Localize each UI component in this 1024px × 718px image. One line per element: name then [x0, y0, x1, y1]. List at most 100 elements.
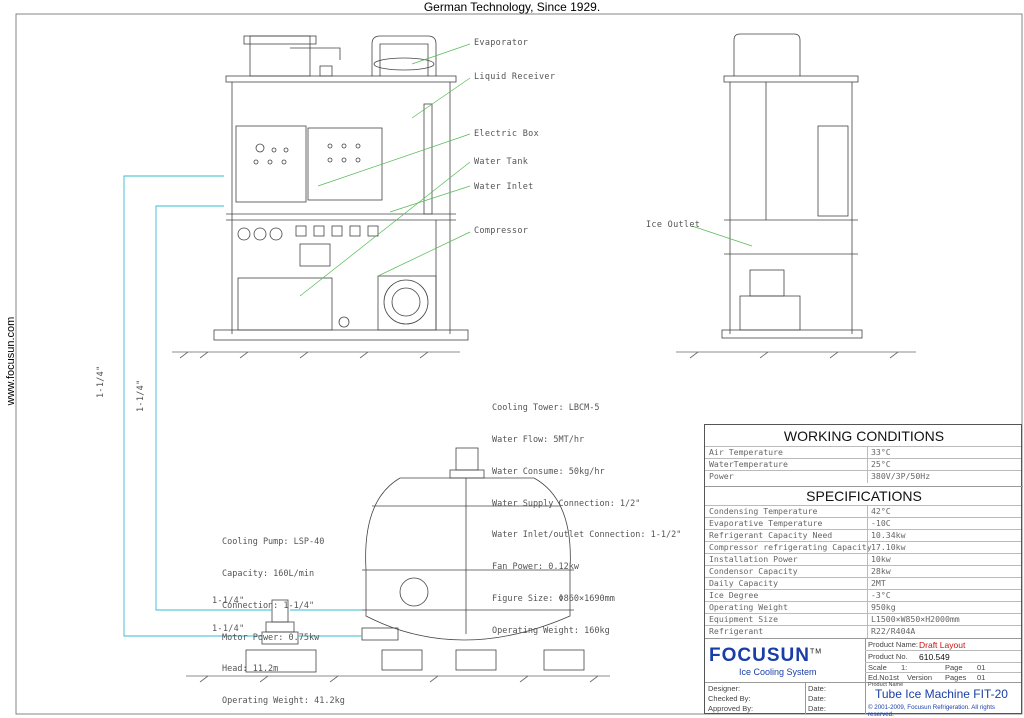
tower-spec-line: Water Flow: 5MT/hr — [492, 434, 585, 445]
callout-leaders — [299, 43, 753, 297]
tower-footing-2 — [455, 649, 497, 671]
tower-spec-line: Operating Weight: 160kg — [492, 625, 610, 636]
pump-base — [245, 649, 317, 673]
pump-spec-line: Head: 11.2m — [222, 664, 279, 675]
spec-row: Evaporative Temperature-10C — [705, 517, 1021, 530]
front-floor — [172, 351, 460, 359]
product-name-small-label: Product Name — [868, 682, 904, 688]
front-base-rail — [213, 329, 469, 341]
pump-spec-line: Connection: 1-1/4" — [222, 600, 315, 611]
tower-spec-line: Cooling Tower: LBCM-5 — [492, 403, 600, 414]
specifications-heading: SPECIFICATIONS — [705, 486, 1023, 504]
bottom-floor — [186, 675, 610, 683]
tower-spec-line: Fan Power: 0.12kw — [492, 562, 579, 573]
pump-spec-line: Motor Power: 0.75kw — [222, 632, 320, 643]
drawing-frame — [15, 13, 1023, 715]
machine-title: Tube Ice Machine FIT-20 — [875, 687, 1008, 701]
scale-label: Scale — [868, 663, 887, 672]
pump-spec-line: Capacity: 160L/min — [222, 568, 315, 579]
focusun-logo: FOCUSUNTM — [709, 645, 823, 666]
pipe-size-vertical-1: 1-1/4" — [96, 365, 106, 398]
compressor-body — [377, 275, 437, 331]
designer-label: Designer: — [708, 684, 741, 693]
tower-nameplate — [399, 577, 429, 607]
front-top-rail — [225, 75, 457, 83]
callout-compressor: Compressor — [474, 226, 529, 236]
header-caption: German Technology, Since 1929. — [423, 0, 601, 14]
tower-outlet — [361, 627, 399, 641]
spec-row: Ice Degree-3°C — [705, 589, 1021, 602]
cooling-pump — [245, 599, 317, 673]
tower-footing-1 — [381, 649, 423, 671]
callout-liquid-receiver: Liquid Receiver — [474, 72, 556, 82]
edno-label: Ed.No. — [868, 673, 891, 682]
evaporator-column — [371, 35, 437, 76]
pump-spec-line: Operating Weight: 41.2kg — [222, 696, 345, 707]
checked-label: Checked By: — [708, 694, 751, 703]
tower-spec-line: Water Consume: 50kg/hr — [492, 466, 605, 477]
logo-subtitle: Ice Cooling System — [739, 667, 817, 677]
tower-fan-motor — [455, 447, 479, 471]
pipe-size-vertical-2: 1-1/4" — [136, 379, 146, 412]
liquid-receiver-tube — [423, 103, 433, 215]
pipe-loop-inner — [155, 205, 272, 611]
pipe-loop-outer — [123, 175, 262, 637]
electric-box-left — [235, 125, 307, 203]
side-top-housing — [733, 33, 801, 76]
machine-side-view — [721, 33, 863, 339]
copyright: © 2001-2009, Focusun Refrigeration. All … — [868, 704, 996, 718]
cooling-tower — [361, 447, 585, 671]
machine-front-view — [213, 35, 469, 341]
product-no-label: Product No. — [868, 652, 908, 661]
callout-ice-outlet: Ice Outlet — [646, 220, 701, 230]
tower-spec-line: Figure Size: Φ860×1690mm — [492, 593, 615, 604]
scale-value: 1: — [901, 663, 908, 672]
cooling-water-pipes — [123, 175, 362, 637]
page-label: Page — [945, 663, 963, 672]
approved-label: Approved By: — [708, 704, 754, 713]
tower-footing-3 — [543, 649, 585, 671]
electric-box-right — [307, 127, 383, 201]
front-top-cap — [243, 35, 317, 45]
callout-evaporator: Evaporator — [474, 38, 529, 48]
working-conditions-heading: WORKING CONDITIONS — [783, 428, 945, 444]
pipe-size-horizontal-2: 1-1/4" — [212, 624, 245, 634]
product-name-label: Product Name: — [868, 640, 919, 649]
date-label: Date: — [808, 704, 826, 713]
water-tank — [237, 277, 333, 331]
front-top-housing — [249, 35, 311, 77]
pump-spec-line: Cooling Pump: LSP-40 — [222, 537, 325, 548]
product-no-value: 610.549 — [919, 652, 950, 662]
tower-spec-line: Water Inlet/outlet Connection: 1-1/2" — [492, 530, 682, 541]
date-label: Date: — [808, 684, 826, 693]
pipe-size-horizontal-1: 1-1/4" — [212, 596, 245, 606]
callout-electric-box: Electric Box — [474, 129, 540, 139]
cooling-pump-specs: Cooling Pump: LSP-40 Capacity: 160L/min … — [222, 516, 345, 717]
pages-value: 01 — [977, 673, 986, 682]
page-value: 01 — [977, 663, 986, 672]
version-label: Version — [907, 673, 933, 682]
tower-spec-line: Water Supply Connection: 1/2" — [492, 498, 641, 509]
date-label: Date: — [808, 694, 826, 703]
callout-water-tank: Water Tank — [474, 157, 529, 167]
side-floor — [676, 351, 916, 359]
product-name-value: Draft Layout — [919, 640, 966, 650]
cooling-tower-specs: Cooling Tower: LBCM-5 Water Flow: 5MT/hr… — [492, 382, 681, 647]
side-base-rail — [721, 329, 863, 339]
pages-label: Pages — [945, 673, 967, 682]
tower-shell — [365, 477, 571, 641]
callout-water-inlet: Water Inlet — [474, 182, 534, 192]
edno-value: 1st — [889, 673, 900, 682]
